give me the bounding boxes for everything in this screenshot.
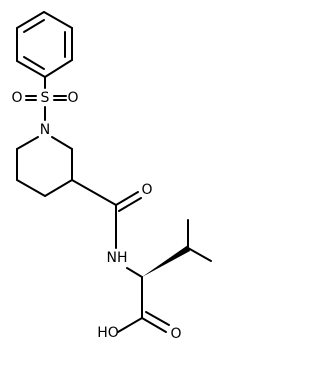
sulfonyl-oxygen-left: O bbox=[11, 90, 22, 106]
amide-nh: NH bbox=[107, 250, 128, 266]
piperidine-ring bbox=[16, 136, 73, 197]
molecule-structure: O S O N O NH HO O bbox=[11, 11, 212, 342]
sulfonyl-bonds bbox=[25, 76, 67, 121]
valine-bonds bbox=[117, 219, 212, 333]
sulfonyl-oxygen-right: O bbox=[67, 90, 78, 106]
sulfur-atom: S bbox=[41, 90, 50, 106]
amide-bonds bbox=[71, 179, 143, 278]
benzene-ring bbox=[16, 11, 73, 78]
ring-nitrogen: N bbox=[40, 122, 50, 138]
structure-canvas: O S O N O NH HO O bbox=[11, 11, 212, 342]
amide-oxygen: O bbox=[141, 182, 152, 198]
wedge-bond bbox=[142, 245, 190, 277]
hydroxyl-group: HO bbox=[97, 325, 119, 341]
carbonyl-oxygen: O bbox=[170, 326, 181, 342]
